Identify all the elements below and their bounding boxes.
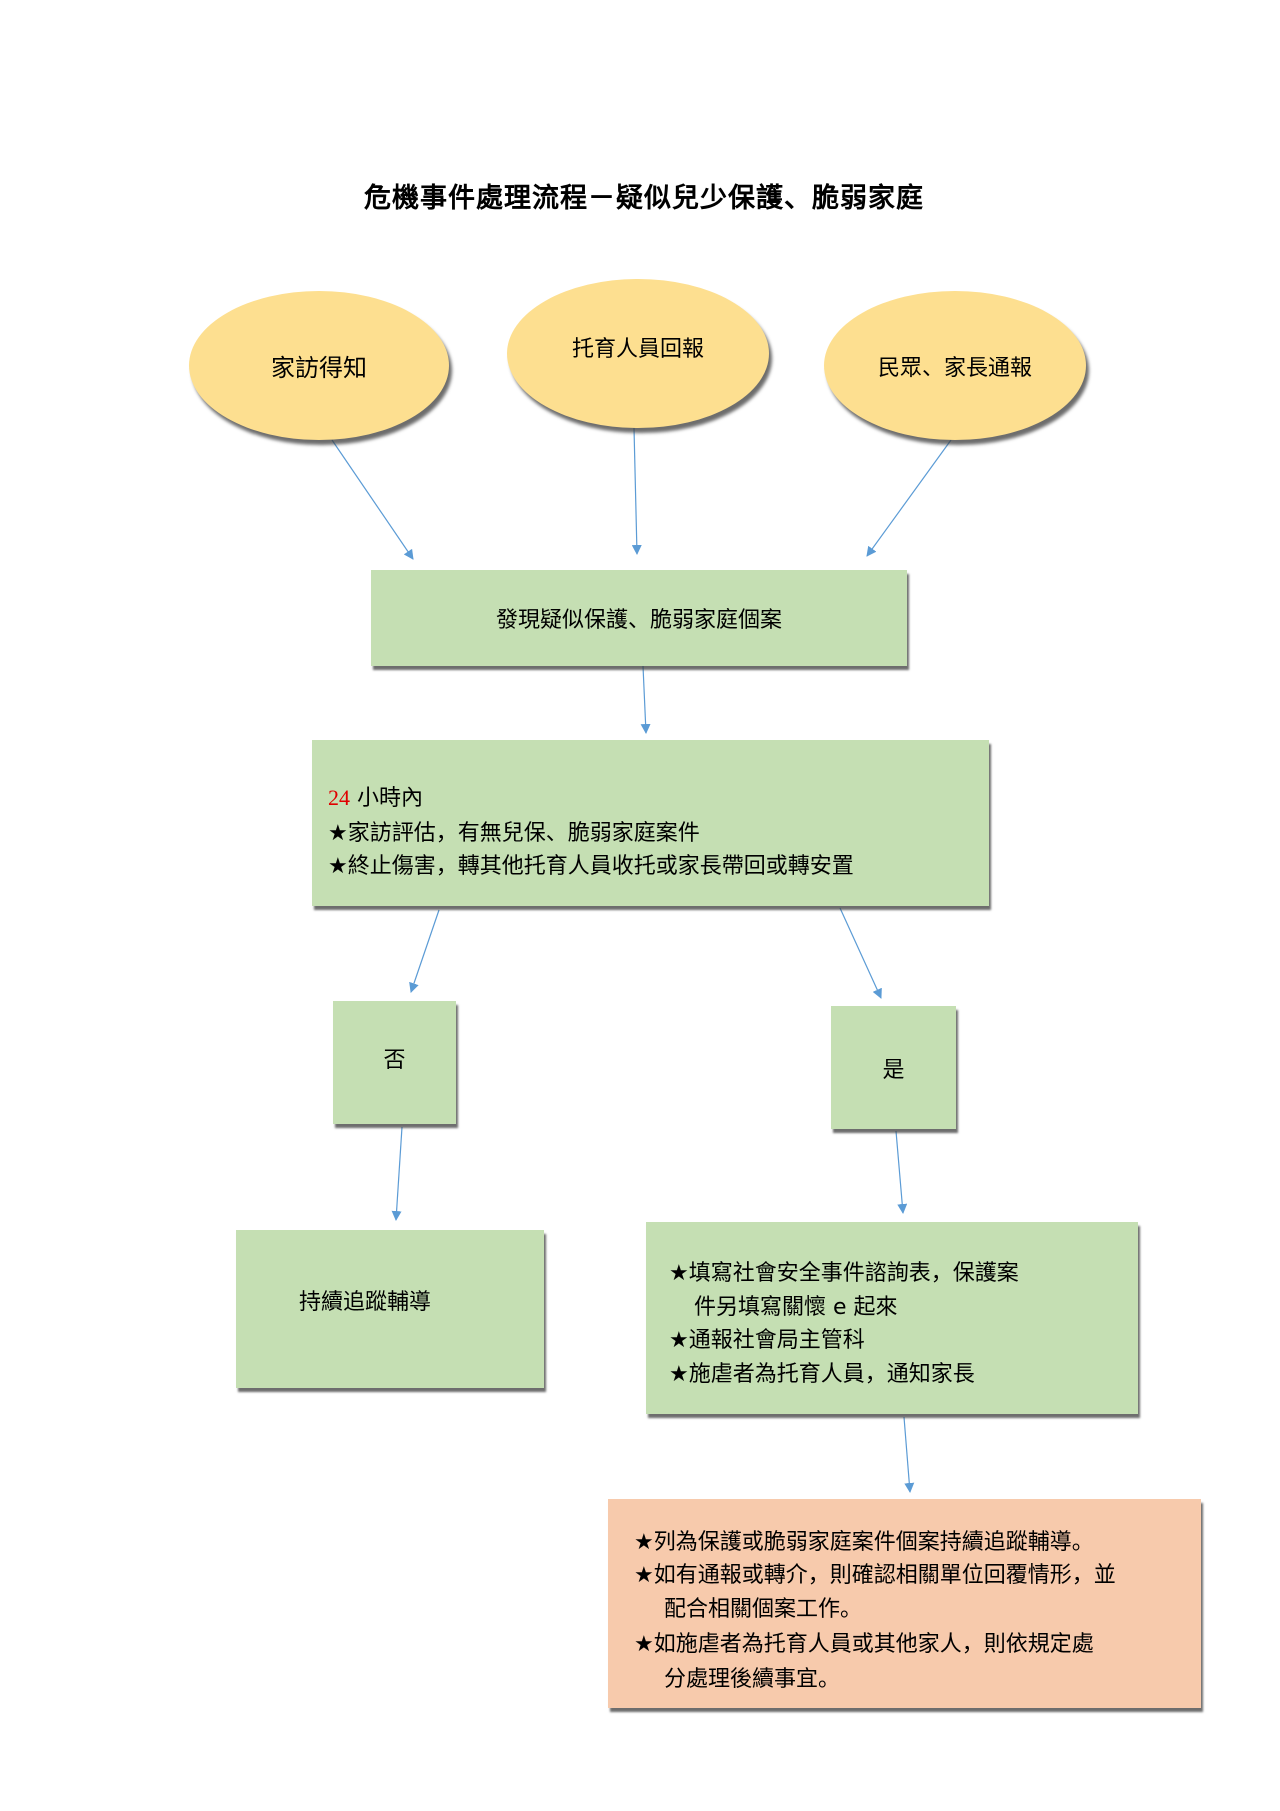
source-label: 家訪得知: [271, 354, 367, 382]
source-label: 托育人員回報: [571, 336, 704, 362]
arrow-yes-action: [895, 1130, 908, 1214]
page-title: 危機事件處理流程－疑似兒少保護、脆弱家庭: [364, 183, 924, 214]
assess-line: ★終止傷害，轉其他托育人員收托或家長帶回或轉安置: [328, 854, 854, 879]
yes-action-line: 件另填寫關懷 e 起來: [694, 1295, 898, 1320]
discover-label: 發現疑似保護、脆弱家庭個案: [495, 608, 782, 633]
final-action-line: ★列為保護或脆弱家庭案件個案持續追蹤輔導。: [634, 1530, 1094, 1555]
arrow-no-action: [391, 1126, 403, 1221]
arrow-to-yes: [839, 907, 882, 999]
yes-action-line: ★施虐者為托育人員，通知家長: [669, 1362, 975, 1387]
follow-up-box: ★列為保護或脆弱家庭案件個案持續追蹤輔導。 ★如有通報或轉介，則確認相關單位回覆…: [608, 1499, 1201, 1708]
arrow-home-visit: [331, 439, 414, 560]
no-box: 否: [333, 1001, 456, 1124]
assess-line: ★家訪評估，有無兒保、脆弱家庭案件: [328, 821, 700, 846]
source-public-parent: 民眾、家長通報: [824, 291, 1086, 440]
yes-action-line: ★填寫社會安全事件諮詢表，保護案: [669, 1261, 1019, 1286]
arrow-public: [866, 439, 952, 557]
source-caregiver: 托育人員回報: [507, 279, 769, 428]
continue-tracking-box: 持續追蹤輔導: [236, 1230, 544, 1388]
yes-label: 是: [882, 1057, 905, 1083]
assessment-box: 24 小時內 ★家訪評估，有無兒保、脆弱家庭案件 ★終止傷害，轉其他托育人員收托…: [312, 740, 989, 906]
yes-actions-box: ★填寫社會安全事件諮詢表，保護案 件另填寫關懷 e 起來 ★通報社會局主管科 ★…: [646, 1222, 1138, 1414]
discover-case-box: 發現疑似保護、脆弱家庭個案: [371, 570, 907, 666]
arrow-final: [903, 1416, 915, 1493]
hours-number: 24: [328, 785, 350, 810]
yes-action-line: ★通報社會局主管科: [669, 1328, 865, 1353]
hours-label: 小時內: [350, 786, 423, 811]
source-home-visit: 家訪得知: [189, 291, 449, 440]
arrow-to-no: [409, 909, 440, 993]
final-action-line: 分處理後續事宜。: [664, 1667, 841, 1692]
arrow-caregiver: [631, 427, 642, 555]
final-action-line: ★如有通報或轉介，則確認相關單位回覆情形，並: [634, 1563, 1116, 1588]
final-action-line: 配合相關個案工作。: [664, 1597, 863, 1622]
no-action-label: 持續追蹤輔導: [299, 1290, 432, 1315]
arrow-discover-assess: [640, 665, 651, 734]
source-label: 民眾、家長通報: [877, 355, 1032, 381]
no-label: 否: [383, 1047, 406, 1073]
final-action-line: ★如施虐者為托育人員或其他家人，則依規定處: [634, 1632, 1094, 1657]
yes-box: 是: [831, 1006, 956, 1129]
